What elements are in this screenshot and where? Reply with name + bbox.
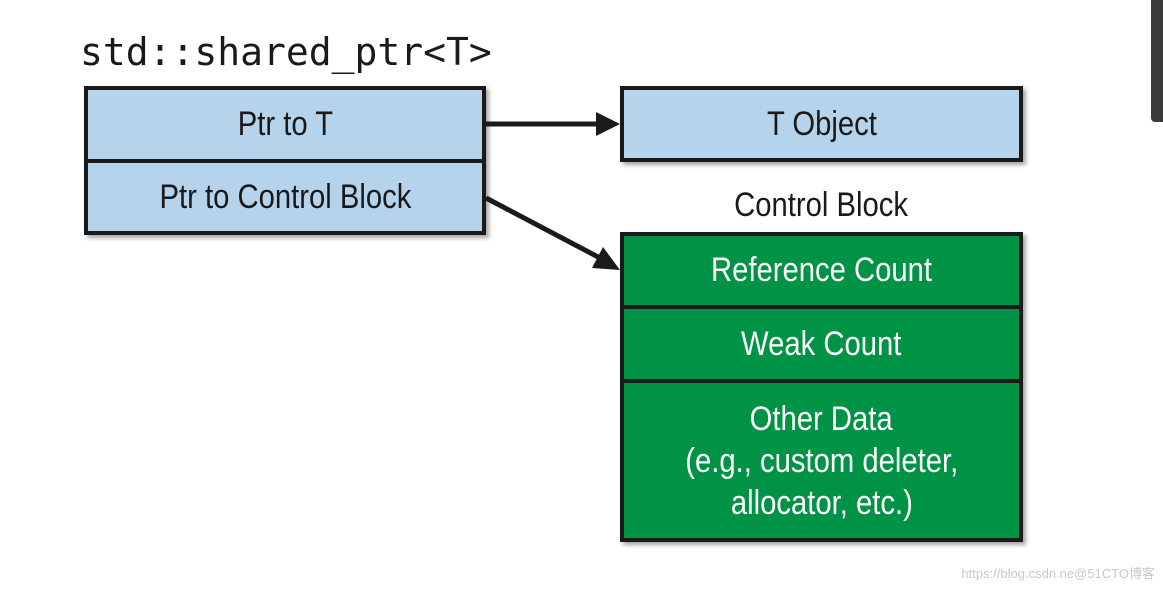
other-data-line-2: (e.g., custom deleter, [684, 441, 959, 480]
reference-count-label: Reference Count [710, 251, 933, 289]
arrow-to-t-object [486, 112, 620, 136]
other-data-line-3: allocator, etc.) [730, 483, 913, 522]
control-block-box: Reference Count Weak Count Other Data (e… [620, 232, 1023, 542]
weak-count-cell: Weak Count [624, 309, 1019, 383]
watermark: https://blog.csdn.ne@51CTO博客 [961, 566, 1155, 581]
ptr-to-t-label: Ptr to T [237, 105, 333, 143]
ptr-to-t-cell: Ptr to T [88, 90, 482, 163]
weak-count-label: Weak Count [741, 324, 902, 363]
reference-count-cell: Reference Count [624, 236, 1019, 309]
other-data-line-1: Other Data [749, 399, 894, 438]
t-object-label: T Object [766, 104, 877, 143]
t-object-box: T Object [620, 86, 1023, 162]
other-data-cell: Other Data (e.g., custom deleter, alloca… [624, 383, 1019, 538]
arrow-to-control-block [484, 195, 620, 270]
control-block-heading: Control Block [620, 186, 1023, 225]
control-block-heading-text: Control Block [734, 186, 909, 224]
ptr-to-control-block-label: Ptr to Control Block [159, 177, 411, 216]
scrollbar-thumb[interactable] [1151, 0, 1163, 122]
t-object-cell: T Object [624, 90, 1019, 158]
ptr-to-control-block-cell: Ptr to Control Block [88, 163, 482, 231]
shared-ptr-box: Ptr to T Ptr to Control Block [84, 86, 486, 235]
diagram-title: std::shared_ptr<T> [80, 30, 492, 74]
